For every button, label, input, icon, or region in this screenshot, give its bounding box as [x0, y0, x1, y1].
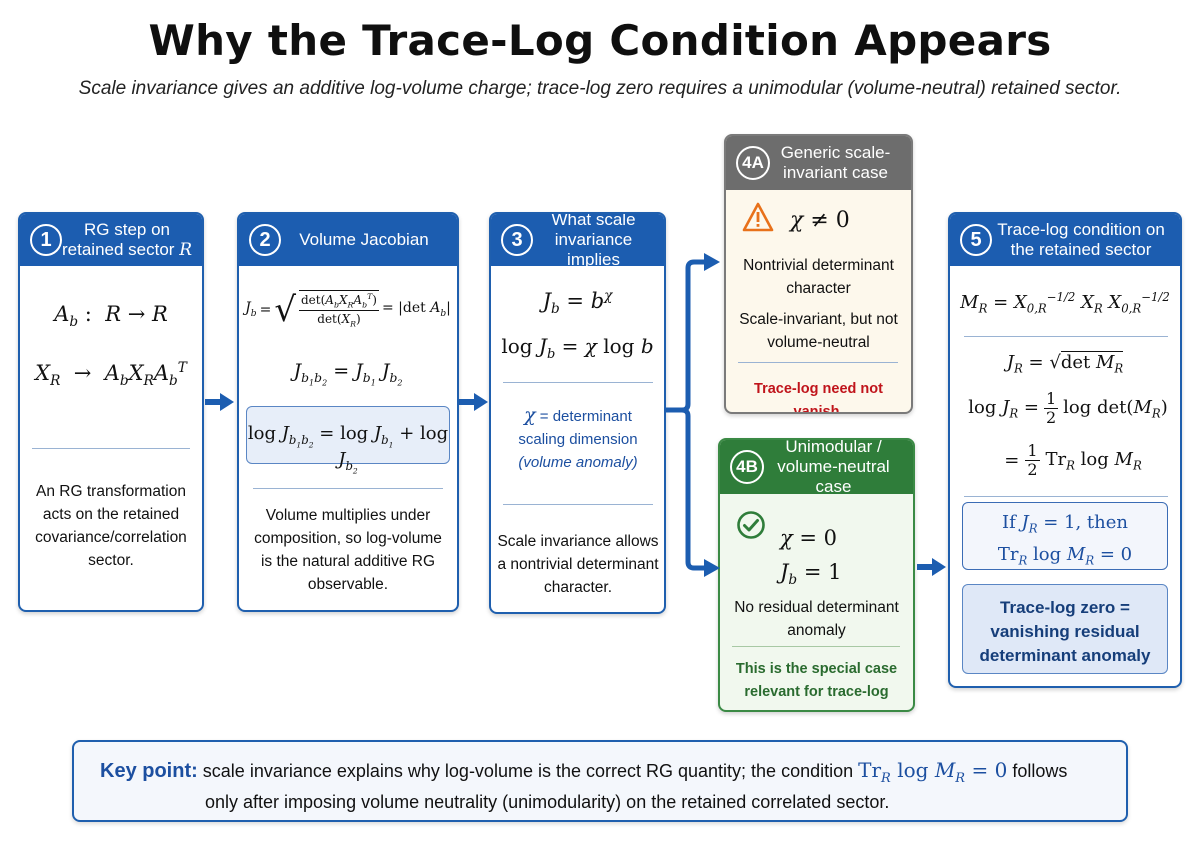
key-point-formula: TrR log MR = 0 — [858, 758, 1008, 786]
card-generic-case: 4A Generic scale-invariant case χ ≠ 0 No… — [724, 134, 913, 414]
card-description: Volume multiplies under composition, so … — [254, 507, 442, 593]
key-point-text: scale invariance explains why log-volume… — [202, 761, 854, 781]
card-title: Generic scale-invariant case — [780, 143, 891, 182]
step-badge: 4A — [736, 146, 770, 180]
divider — [964, 336, 1168, 337]
equation-jr: JR = √det MR — [1006, 351, 1124, 376]
page-title: Why the Trace-Log Condition Appears — [148, 16, 1052, 65]
step-badge: 5 — [960, 224, 992, 256]
check-icon — [737, 511, 765, 539]
arrow-2-to-3 — [459, 393, 488, 411]
card-volume-jacobian: 2 Volume Jacobian Jb = √ det(AbXRAbT) de… — [237, 212, 459, 612]
equation-log-law: log Jb = χ log b — [501, 334, 654, 362]
step-badge: 3 — [501, 224, 533, 256]
condition-box — [962, 502, 1168, 570]
card-header: 4A Generic scale-invariant case — [726, 136, 911, 190]
step-badge: 4B — [730, 450, 764, 484]
equation-log-additive: log Jb1b2 = log Jb1 + log Jb2 — [247, 423, 449, 475]
divider — [32, 448, 190, 449]
card-header: 2 Volume Jacobian — [239, 214, 457, 266]
equation-map: Ab : R → R — [54, 302, 168, 331]
arrow-1-to-2 — [205, 393, 234, 411]
card-unimodular-case: 4B Unimodular /volume-neutral case χ = 0… — [718, 438, 915, 712]
card-description: An RG transformation acts on the retaine… — [35, 483, 187, 569]
emphasis-text: This is the special case relevant for tr… — [735, 661, 898, 710]
key-point-box: Key point: scale invariance explains why… — [72, 740, 1128, 822]
key-point-line-2: only after imposing volume neutrality (u… — [205, 792, 890, 812]
divider — [964, 496, 1168, 497]
card-header: 4B Unimodular /volume-neutral case — [720, 438, 913, 496]
equation-chi-nonzero: χ ≠ 0 — [790, 208, 850, 233]
equation-chi-zero: χ = 0 — [780, 526, 838, 550]
card-title: Volume Jacobian — [299, 230, 429, 249]
equation-transform: XR → AbXRAbT — [35, 360, 187, 390]
key-point-text-tail: follows — [1012, 761, 1068, 781]
card-description: Scale invariance allows a nontrivial det… — [497, 533, 659, 596]
step-badge: 2 — [249, 224, 281, 256]
conclusion-box — [962, 584, 1168, 674]
card-title: Unimodular /volume-neutral case — [777, 438, 890, 496]
divider — [503, 504, 653, 505]
warning-text: Trace-log need not vanish. — [754, 381, 883, 414]
key-point-line-1: Key point: scale invariance explains why… — [100, 758, 1110, 786]
divider — [732, 646, 900, 647]
equation-jacobian: Jb = √ det(AbXRAbT) det(XR) = |det Ab| — [245, 289, 451, 330]
log-additivity-box — [246, 406, 450, 464]
equation-jacobian-one: Jb = 1 — [780, 560, 842, 589]
equation-composition: Jb1b2 = Jb1 Jb2 — [293, 360, 403, 388]
step-badge: 1 — [30, 224, 62, 256]
divider — [738, 362, 898, 363]
arrow-split-to-4a-4b — [666, 253, 720, 577]
divider — [253, 488, 443, 489]
page-subtitle: Scale invariance gives an additive log-v… — [78, 78, 1122, 99]
equation-power-law: Jb = bχ — [542, 288, 613, 318]
divider — [503, 382, 653, 383]
arrow-4b-to-5 — [917, 558, 946, 576]
key-point-label: Key point: — [100, 760, 198, 782]
equation-whitened-matrix: MR = X0,R−1/2 XR X0,R−1/2 — [960, 290, 1170, 316]
warning-icon — [742, 202, 774, 232]
